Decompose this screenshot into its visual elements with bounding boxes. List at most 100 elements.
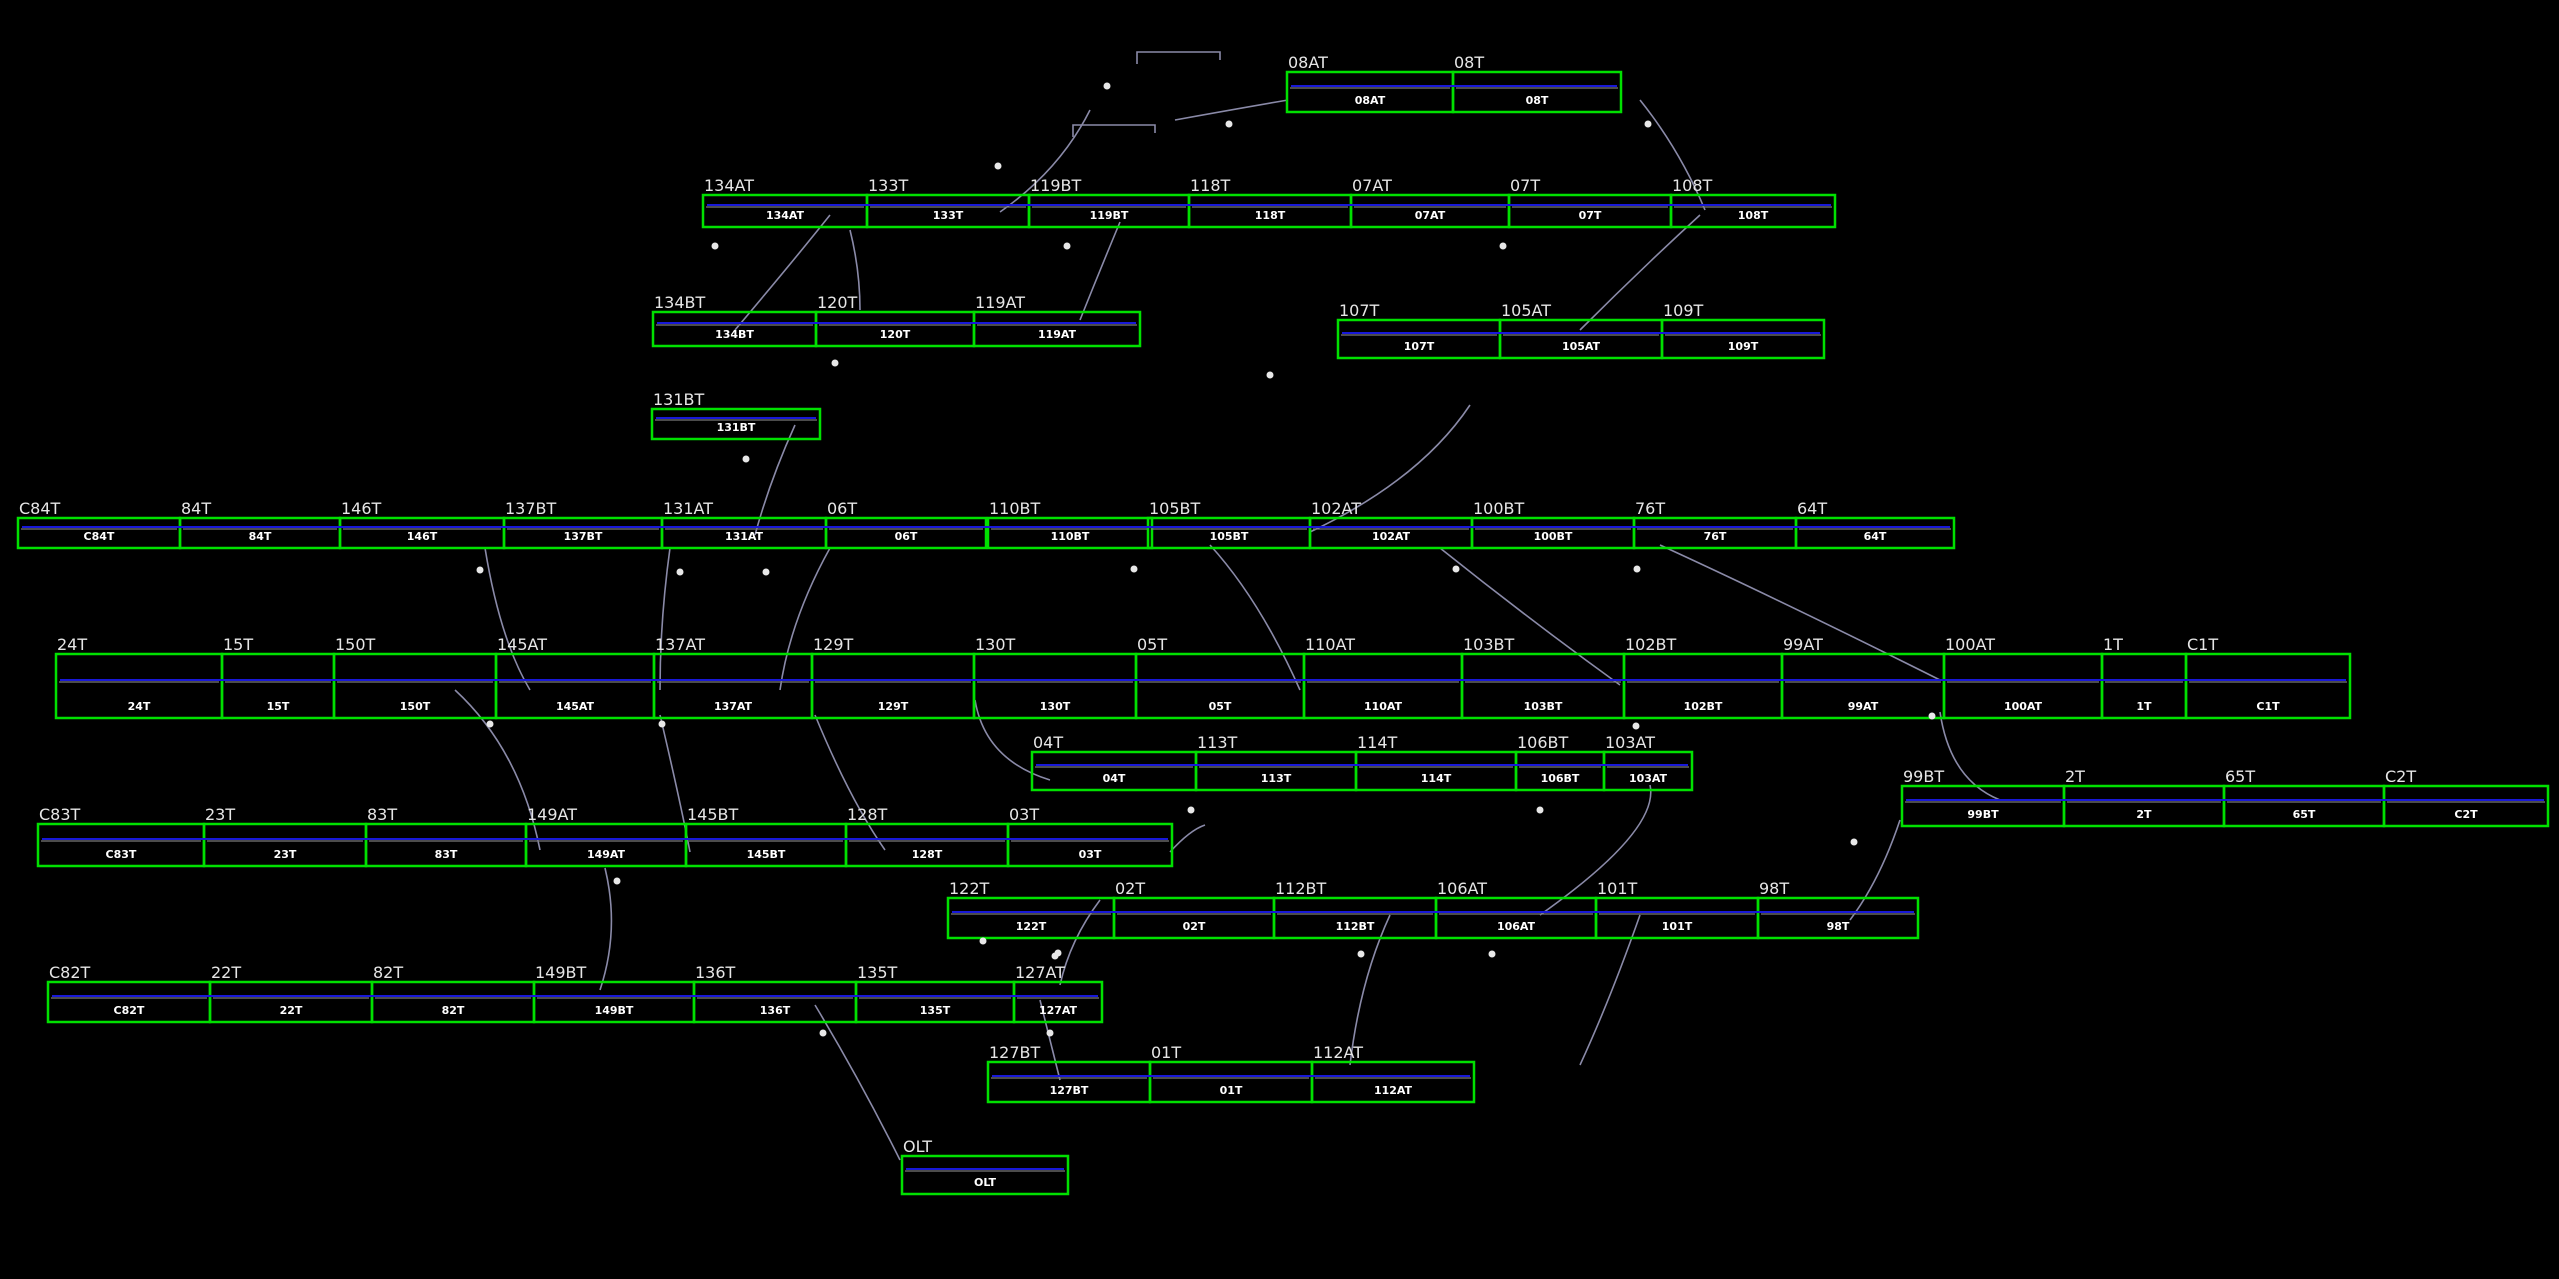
- signal-dot[interactable]: [1046, 1029, 1054, 1037]
- signal-dot[interactable]: [1357, 950, 1365, 958]
- signal-dot[interactable]: [1499, 242, 1507, 250]
- signal-dot[interactable]: [1130, 565, 1138, 573]
- signal-dot[interactable]: [1536, 806, 1544, 814]
- signal-dot[interactable]: [1850, 838, 1858, 846]
- signal-dot[interactable]: [1187, 806, 1195, 814]
- signal-dot[interactable]: [676, 568, 684, 576]
- signal-dot[interactable]: [1103, 82, 1111, 90]
- signal-dot[interactable]: [1225, 120, 1233, 128]
- signal-dot[interactable]: [979, 937, 987, 945]
- signal-dot[interactable]: [1633, 565, 1641, 573]
- signal-dot[interactable]: [1644, 120, 1652, 128]
- signal-dot[interactable]: [742, 455, 750, 463]
- signal-dot[interactable]: [994, 162, 1002, 170]
- signal-dot[interactable]: [819, 1029, 827, 1037]
- signal-dot[interactable]: [762, 568, 770, 576]
- signal-dot[interactable]: [1051, 952, 1059, 960]
- signal-dot[interactable]: [1632, 722, 1640, 730]
- signal-dot[interactable]: [1928, 712, 1936, 720]
- signal-dot[interactable]: [658, 720, 666, 728]
- signal-dot[interactable]: [1452, 565, 1460, 573]
- signal-dot[interactable]: [831, 359, 839, 367]
- signal-dot[interactable]: [486, 720, 494, 728]
- signal-dot[interactable]: [711, 242, 719, 250]
- signal-dot[interactable]: [1488, 950, 1496, 958]
- signal-dot[interactable]: [476, 566, 484, 574]
- signal-dot[interactable]: [613, 877, 621, 885]
- signal-dot[interactable]: [1063, 242, 1071, 250]
